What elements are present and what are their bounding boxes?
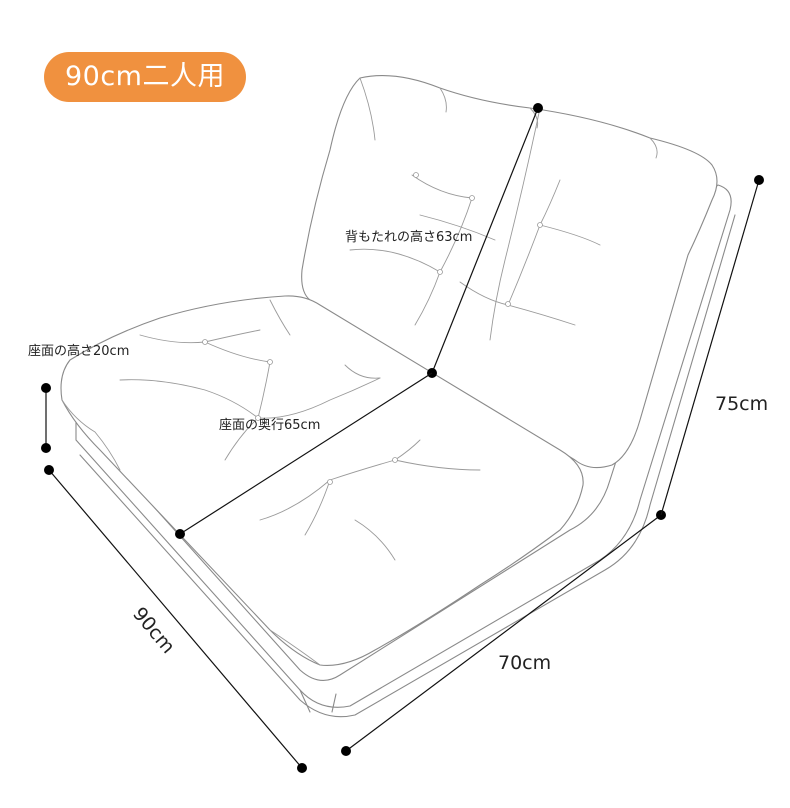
depth-line — [345, 514, 662, 752]
total-height-label: 75cm — [715, 393, 768, 415]
size-badge: 90cm二人用 — [44, 52, 246, 102]
sofa-backrest — [301, 74, 718, 469]
sofa-seat — [60, 295, 584, 666]
sofa-base — [75, 184, 736, 718]
seat-height-top-dot — [41, 383, 51, 393]
seat-height-bottom-dot — [41, 443, 51, 453]
width-line — [48, 469, 303, 769]
depth-label: 70cm — [498, 652, 551, 674]
backrest-height-line — [431, 107, 539, 374]
backrest-height-top-dot — [533, 103, 543, 113]
width-left-dot — [44, 465, 54, 475]
backrest-height-label: 背もたれの高さ63cm — [345, 229, 472, 245]
width-right-dot — [297, 763, 307, 773]
seat-height-label: 座面の高さ20cm — [28, 343, 129, 359]
seat-depth-front-dot — [175, 529, 185, 539]
total-height-line — [660, 179, 760, 516]
measurement-lines — [41, 103, 764, 773]
seat-depth-label: 座面の奥行65cm — [219, 418, 320, 433]
width-label: 90cm — [128, 603, 179, 658]
depth-front-dot — [341, 746, 351, 756]
seat-depth-line — [179, 372, 433, 535]
total-height-top-dot — [754, 175, 764, 185]
